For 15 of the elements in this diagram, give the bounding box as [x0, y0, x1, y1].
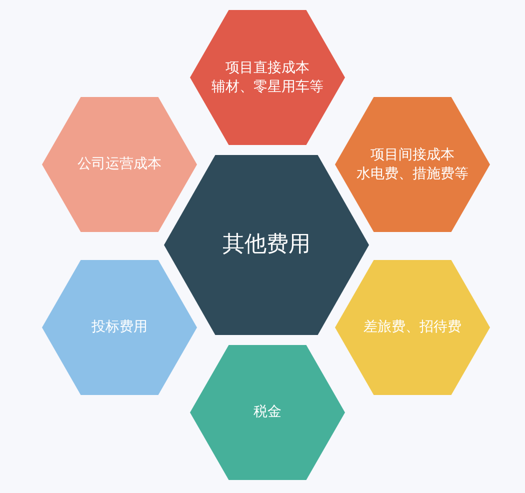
hexagon-label: 投标费用	[92, 318, 148, 337]
hexagon-label: 项目直接成本	[226, 59, 310, 78]
hexagon	[42, 97, 197, 232]
hexagon-label: 项目间接成本	[370, 146, 454, 164]
hexagon-label: 税金	[254, 403, 282, 422]
hexagon	[42, 260, 197, 395]
hexagon	[335, 97, 490, 232]
hexagon	[335, 260, 490, 395]
hexagon-label: 水电费、措施费等	[356, 164, 468, 183]
hexagon	[190, 345, 345, 480]
hexagon-label: 其他费用	[222, 230, 310, 259]
hexagon-label: 公司运营成本	[78, 155, 162, 174]
hexagon-label: 辅材、零星用车等	[212, 78, 324, 96]
hexagon-label: 差旅费、招待费	[364, 318, 462, 337]
hexagon	[190, 10, 345, 145]
